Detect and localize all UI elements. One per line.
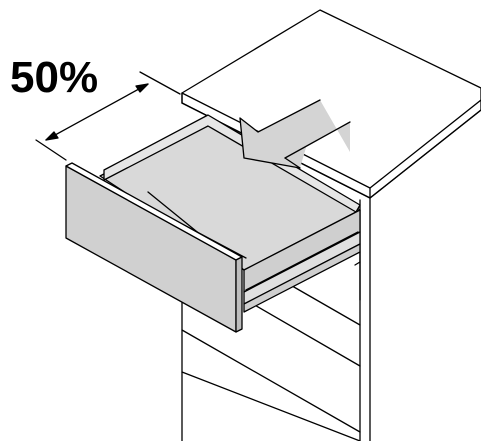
drawer-runner — [243, 243, 361, 313]
push-arrow-icon — [239, 99, 351, 169]
drawer-front — [65, 162, 243, 333]
extension-percentage-label: 50% — [10, 53, 99, 102]
drawer-box — [99, 114, 361, 313]
drawer-front-side-edge — [235, 256, 243, 333]
worktop — [181, 9, 481, 199]
extension-dimension — [35, 71, 181, 161]
